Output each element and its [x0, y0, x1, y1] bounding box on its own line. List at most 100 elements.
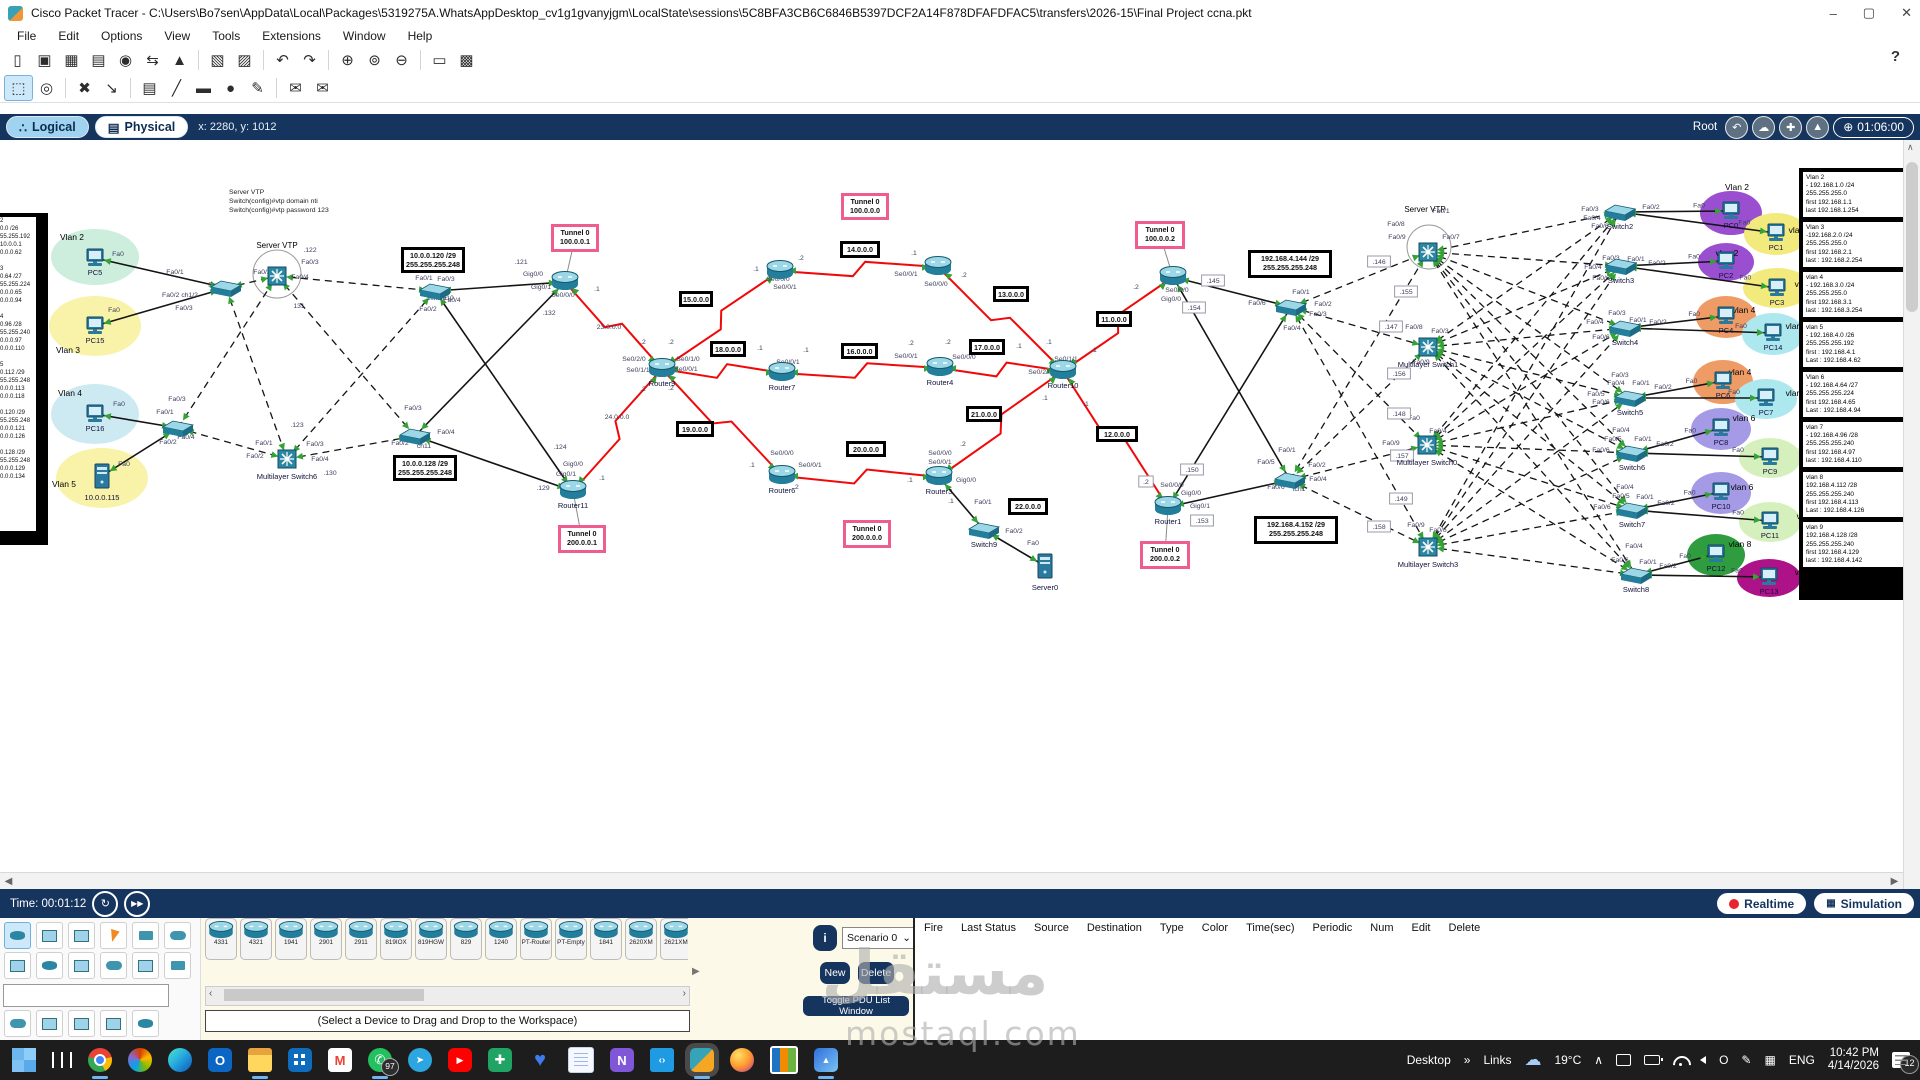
- tray-chevron-icon[interactable]: ∧: [1594, 1053, 1604, 1067]
- device-model-1841[interactable]: 1841: [590, 918, 622, 960]
- link-sw2-pc0[interactable]: [1619, 210, 1732, 213]
- device-pc3[interactable]: [1768, 278, 1786, 296]
- device-pc15[interactable]: [86, 316, 104, 334]
- photos-icon[interactable]: ▲: [814, 1048, 838, 1079]
- link-mls2-sw5[interactable]: [1426, 397, 1631, 446]
- weather-icon[interactable]: ☁: [1524, 1050, 1542, 1069]
- link-sw12-mls5[interactable]: [1290, 251, 1429, 308]
- link-mls3-sw7[interactable]: [1427, 509, 1633, 548]
- link-sw6-pc9[interactable]: [1631, 452, 1771, 458]
- category-routers[interactable]: [4, 922, 31, 949]
- device-pc14[interactable]: [1764, 323, 1782, 341]
- category-misc[interactable]: [164, 952, 191, 979]
- device-r0[interactable]: [1159, 266, 1187, 286]
- gmail-icon[interactable]: M: [328, 1048, 352, 1072]
- link-sw1b-mls3[interactable]: [1289, 479, 1429, 548]
- device-mls3[interactable]: [1418, 537, 1438, 557]
- device-r3[interactable]: [925, 466, 953, 486]
- device-pc16[interactable]: [86, 404, 104, 422]
- link-mls1-sw4[interactable]: [1427, 327, 1626, 348]
- device-r10[interactable]: [1049, 360, 1077, 380]
- link-mlsA-sw11[interactable]: [276, 275, 416, 437]
- set-background-button[interactable]: ▲: [1806, 115, 1830, 139]
- draw-ellipse-icon[interactable]: ●: [225, 79, 236, 97]
- link-swb-mls6[interactable]: [177, 427, 288, 460]
- draw-rectangle-icon[interactable]: ▬: [196, 79, 211, 97]
- inspect-icon[interactable]: ◎: [39, 80, 54, 97]
- vtp-note[interactable]: [226, 185, 328, 217]
- menu-help[interactable]: Help: [407, 29, 433, 43]
- device-rB[interactable]: [924, 256, 952, 276]
- link-mls6-sw10[interactable]: [286, 290, 436, 460]
- menu-tools[interactable]: Tools: [212, 29, 241, 43]
- device-model-1240[interactable]: 1240: [485, 918, 517, 960]
- link-sw2-pc1[interactable]: [1619, 211, 1777, 234]
- link-sw8-pc13[interactable]: [1635, 574, 1770, 578]
- wifi-icon[interactable]: [1673, 1056, 1687, 1066]
- device-pc8[interactable]: [1712, 418, 1730, 436]
- device-model-2620XM[interactable]: 2620XM: [625, 918, 657, 960]
- category-switches[interactable]: [36, 922, 63, 949]
- battery-icon[interactable]: [1644, 1055, 1664, 1065]
- menu-file[interactable]: File: [17, 29, 37, 43]
- device-pc12[interactable]: [1707, 544, 1725, 562]
- scenario-delete-button[interactable]: Delete: [858, 962, 894, 984]
- new-file-icon[interactable]: ▯: [13, 52, 22, 69]
- link-mls2-sw6[interactable]: [1426, 444, 1633, 454]
- menu-edit[interactable]: Edit: [58, 29, 80, 43]
- notepad-icon[interactable]: [568, 1047, 594, 1073]
- device-mls6[interactable]: [277, 449, 297, 469]
- device-pc9[interactable]: [1761, 447, 1779, 465]
- category-wireless-devices[interactable]: [100, 922, 127, 949]
- template-icon[interactable]: ▲: [172, 51, 187, 69]
- move-object-button[interactable]: ✚: [1779, 115, 1803, 139]
- link-r0-sw12[interactable]: [1172, 276, 1292, 308]
- serial-link-r3-r10[interactable]: [938, 370, 1064, 478]
- draw-freeform-icon[interactable]: ✎: [251, 80, 264, 97]
- device-r9[interactable]: [648, 358, 676, 378]
- tab-realtime[interactable]: Realtime: [1717, 893, 1807, 914]
- device-pc7[interactable]: [1757, 388, 1775, 406]
- serial-link-r11-r9[interactable]: [572, 368, 663, 492]
- link-sw0-mlsA[interactable]: [225, 275, 278, 289]
- device-model-829[interactable]: 829: [450, 918, 482, 960]
- link-sw3-pc2[interactable]: [1620, 260, 1727, 267]
- zoom-in-icon[interactable]: ⊕: [341, 52, 354, 69]
- close-button[interactable]: ✕: [1901, 5, 1912, 20]
- tab-physical[interactable]: ▤ Physical: [94, 116, 189, 138]
- minimize-button[interactable]: –: [1829, 5, 1837, 21]
- device-mls1[interactable]: [1418, 337, 1438, 357]
- link-mls5-sw3[interactable]: [1427, 251, 1622, 267]
- device-sw11[interactable]: [398, 428, 432, 445]
- scenario-info-button[interactable]: i: [813, 925, 837, 951]
- menu-view[interactable]: View: [164, 29, 191, 43]
- zoom-reset-icon[interactable]: ⊚: [368, 52, 381, 69]
- device-model-2901[interactable]: 2901: [310, 918, 342, 960]
- rotation-lock-icon[interactable]: [1616, 1054, 1632, 1066]
- link-sw7-pc11[interactable]: [1631, 509, 1771, 522]
- device-r6[interactable]: [768, 465, 796, 485]
- serial-link-r5-r9[interactable]: [564, 281, 663, 370]
- link-pc15-sw0[interactable]: [94, 287, 227, 327]
- toggle-pdu-list-button[interactable]: Toggle PDU List Window: [803, 995, 909, 1017]
- link-sw4-pc14[interactable]: [1624, 327, 1774, 334]
- link-mls5-sw2[interactable]: [1427, 211, 1621, 253]
- fast-forward-button[interactable]: ▶▶: [124, 890, 151, 917]
- link-sw3-pc3[interactable]: [1620, 265, 1778, 289]
- device-rA[interactable]: [766, 260, 794, 280]
- notification-icon[interactable]: 12: [1892, 1052, 1919, 1074]
- green-cross-app-icon[interactable]: ✚: [488, 1048, 512, 1072]
- device-model-PT-Router[interactable]: PT-Router: [520, 918, 552, 960]
- zoom-out-icon[interactable]: ⊖: [395, 52, 408, 69]
- category-end-devices[interactable]: [4, 952, 31, 979]
- device-model-2621XM[interactable]: 2621XM: [660, 918, 688, 960]
- link-mls5-sw8[interactable]: [1427, 251, 1637, 576]
- link-sw12-mls3[interactable]: [1290, 306, 1429, 548]
- help-icon[interactable]: ?: [1890, 48, 1900, 65]
- link-mls5-sw7[interactable]: [1427, 251, 1633, 511]
- touch-keyboard-icon[interactable]: ▦: [1764, 1053, 1776, 1067]
- add-simple-pdu-icon[interactable]: ✉: [289, 80, 302, 97]
- youtube-icon[interactable]: ▶: [448, 1048, 472, 1072]
- undo-icon[interactable]: ↶: [276, 52, 289, 69]
- vmware-icon[interactable]: [770, 1046, 798, 1074]
